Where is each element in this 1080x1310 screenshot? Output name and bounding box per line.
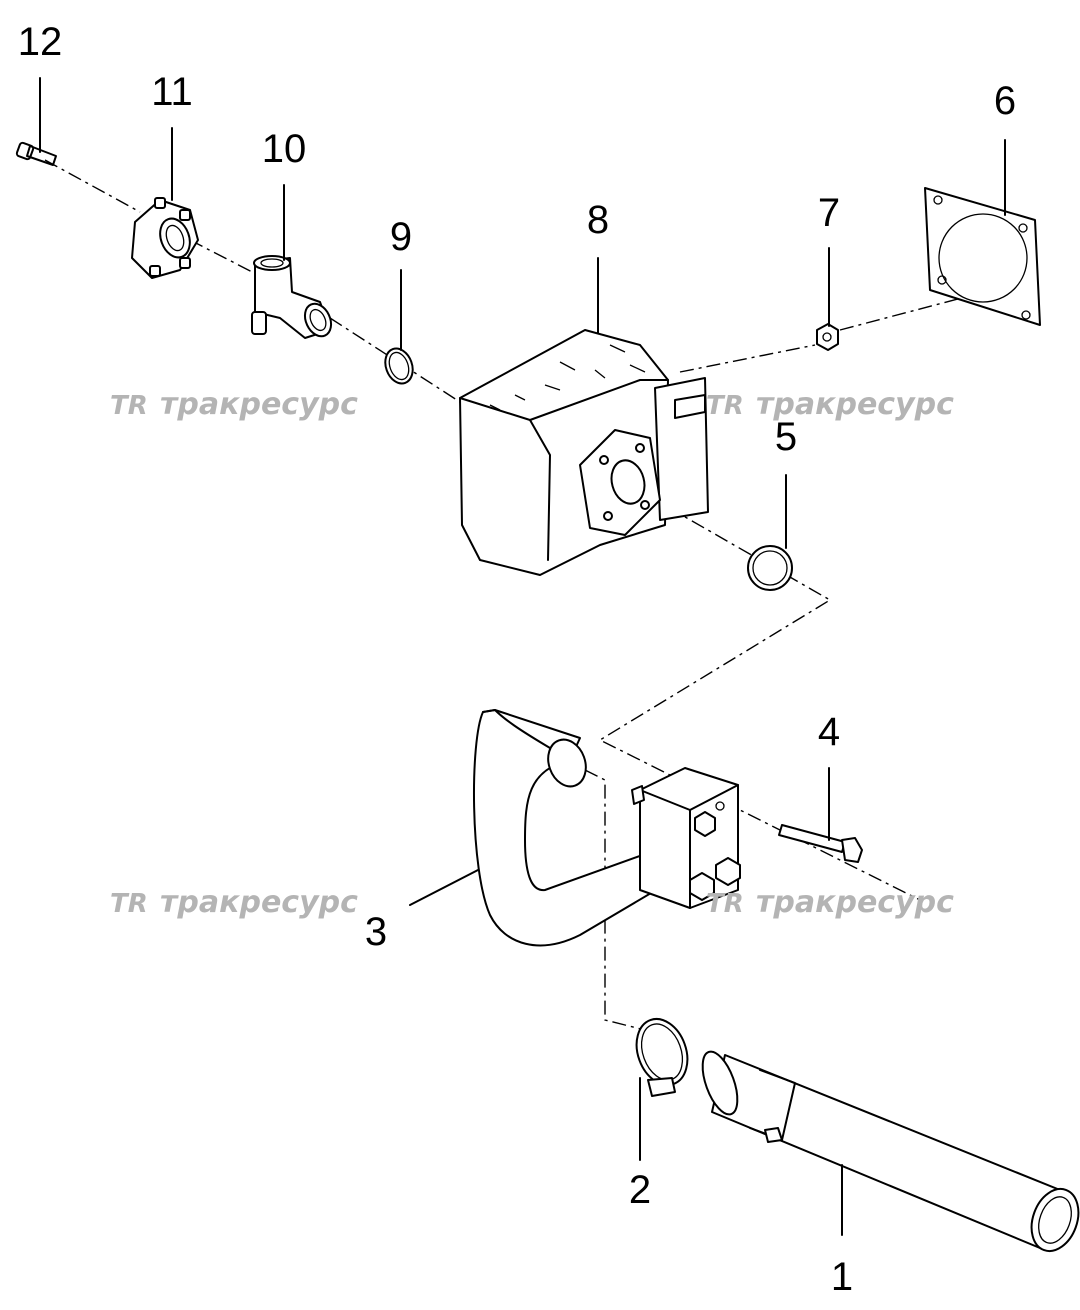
callout-10: 10 — [262, 127, 307, 171]
part-6-gasket — [924, 187, 1041, 326]
part-1-hose — [701, 1050, 1080, 1252]
part-5-o-ring — [747, 545, 793, 591]
callout-1: 1 — [831, 1255, 853, 1299]
watermark-logo: TR — [110, 391, 148, 421]
part-10-elbow-fitting — [251, 255, 333, 339]
watermark-logo: TR — [706, 889, 744, 919]
leader-lines — [39, 77, 1006, 1236]
callout-11: 11 — [151, 70, 193, 114]
part-9-o-ring — [384, 347, 414, 385]
part-7-nut — [816, 323, 839, 351]
watermark-text: тракресурс — [756, 387, 954, 422]
callout-6: 6 — [994, 79, 1016, 123]
watermark-bottom-right: TR тракресурс — [706, 885, 954, 920]
watermark-text: тракресурс — [756, 885, 954, 920]
callout-7: 7 — [818, 191, 840, 235]
callout-8: 8 — [587, 198, 609, 242]
callout-5: 5 — [775, 415, 797, 459]
watermark-bottom-left: TR тракресурс — [110, 885, 358, 920]
watermark-text: тракресурс — [160, 885, 358, 920]
part-4-bolt — [778, 824, 863, 863]
callout-numbers: 12 11 10 9 8 7 6 5 4 3 2 1 — [18, 20, 1016, 1299]
part-2-hose-clamp — [635, 1018, 689, 1097]
callout-3: 3 — [365, 910, 387, 954]
watermark-text: тракресурс — [160, 387, 358, 422]
watermark-top-right: TR тракресурс — [706, 387, 954, 422]
part-3-suction-pipe — [473, 709, 741, 947]
callout-2: 2 — [629, 1168, 651, 1212]
callout-12: 12 — [18, 20, 63, 64]
callout-4: 4 — [818, 710, 840, 754]
watermark-top-left: TR тракресурс — [110, 387, 358, 422]
watermark-logo: TR — [706, 391, 744, 421]
watermark-logo: TR — [110, 889, 148, 919]
part-12-bolt — [15, 141, 57, 166]
part-11-split-flange — [131, 197, 199, 279]
callout-9: 9 — [390, 215, 412, 259]
part-8-hydraulic-pump — [459, 329, 709, 576]
